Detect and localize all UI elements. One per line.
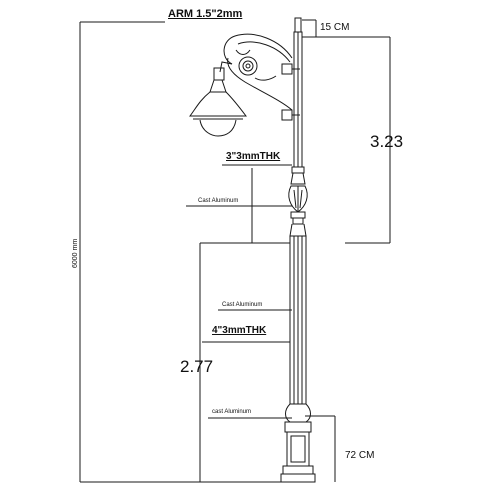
upper-height-dimension xyxy=(345,37,391,244)
cast-aluminum-label-2: Cast Aluminum xyxy=(222,302,263,308)
pole-base xyxy=(280,403,316,483)
lower-height-label: 2.77 xyxy=(180,357,214,376)
cast-aluminum-label-3: cast Aluminum xyxy=(212,409,252,415)
lower-pole xyxy=(289,235,307,405)
upper-pole xyxy=(293,17,303,168)
top-cap-label: 15 CM xyxy=(320,22,350,33)
lower-thk-label: 4"3mmTHK xyxy=(212,325,267,336)
base-height-label: 72 CM xyxy=(345,450,375,461)
arm-bracket xyxy=(219,33,300,121)
upper-thk-leader xyxy=(222,164,292,243)
top-cap-dimension xyxy=(302,19,390,38)
arm-label: ARM 1.5"2mm xyxy=(168,8,243,20)
cast-aluminum-label-1: Cast Aluminum xyxy=(198,198,239,204)
total-height-label: 6000 mm xyxy=(72,238,79,268)
lower-section-leader xyxy=(199,242,290,482)
upper-height-label: 3.23 xyxy=(370,132,404,151)
collar-ornament xyxy=(288,166,308,237)
lantern xyxy=(189,67,248,137)
upper-thk-label: 3"3mmTHK xyxy=(226,151,281,162)
total-height-dimension xyxy=(79,21,285,483)
